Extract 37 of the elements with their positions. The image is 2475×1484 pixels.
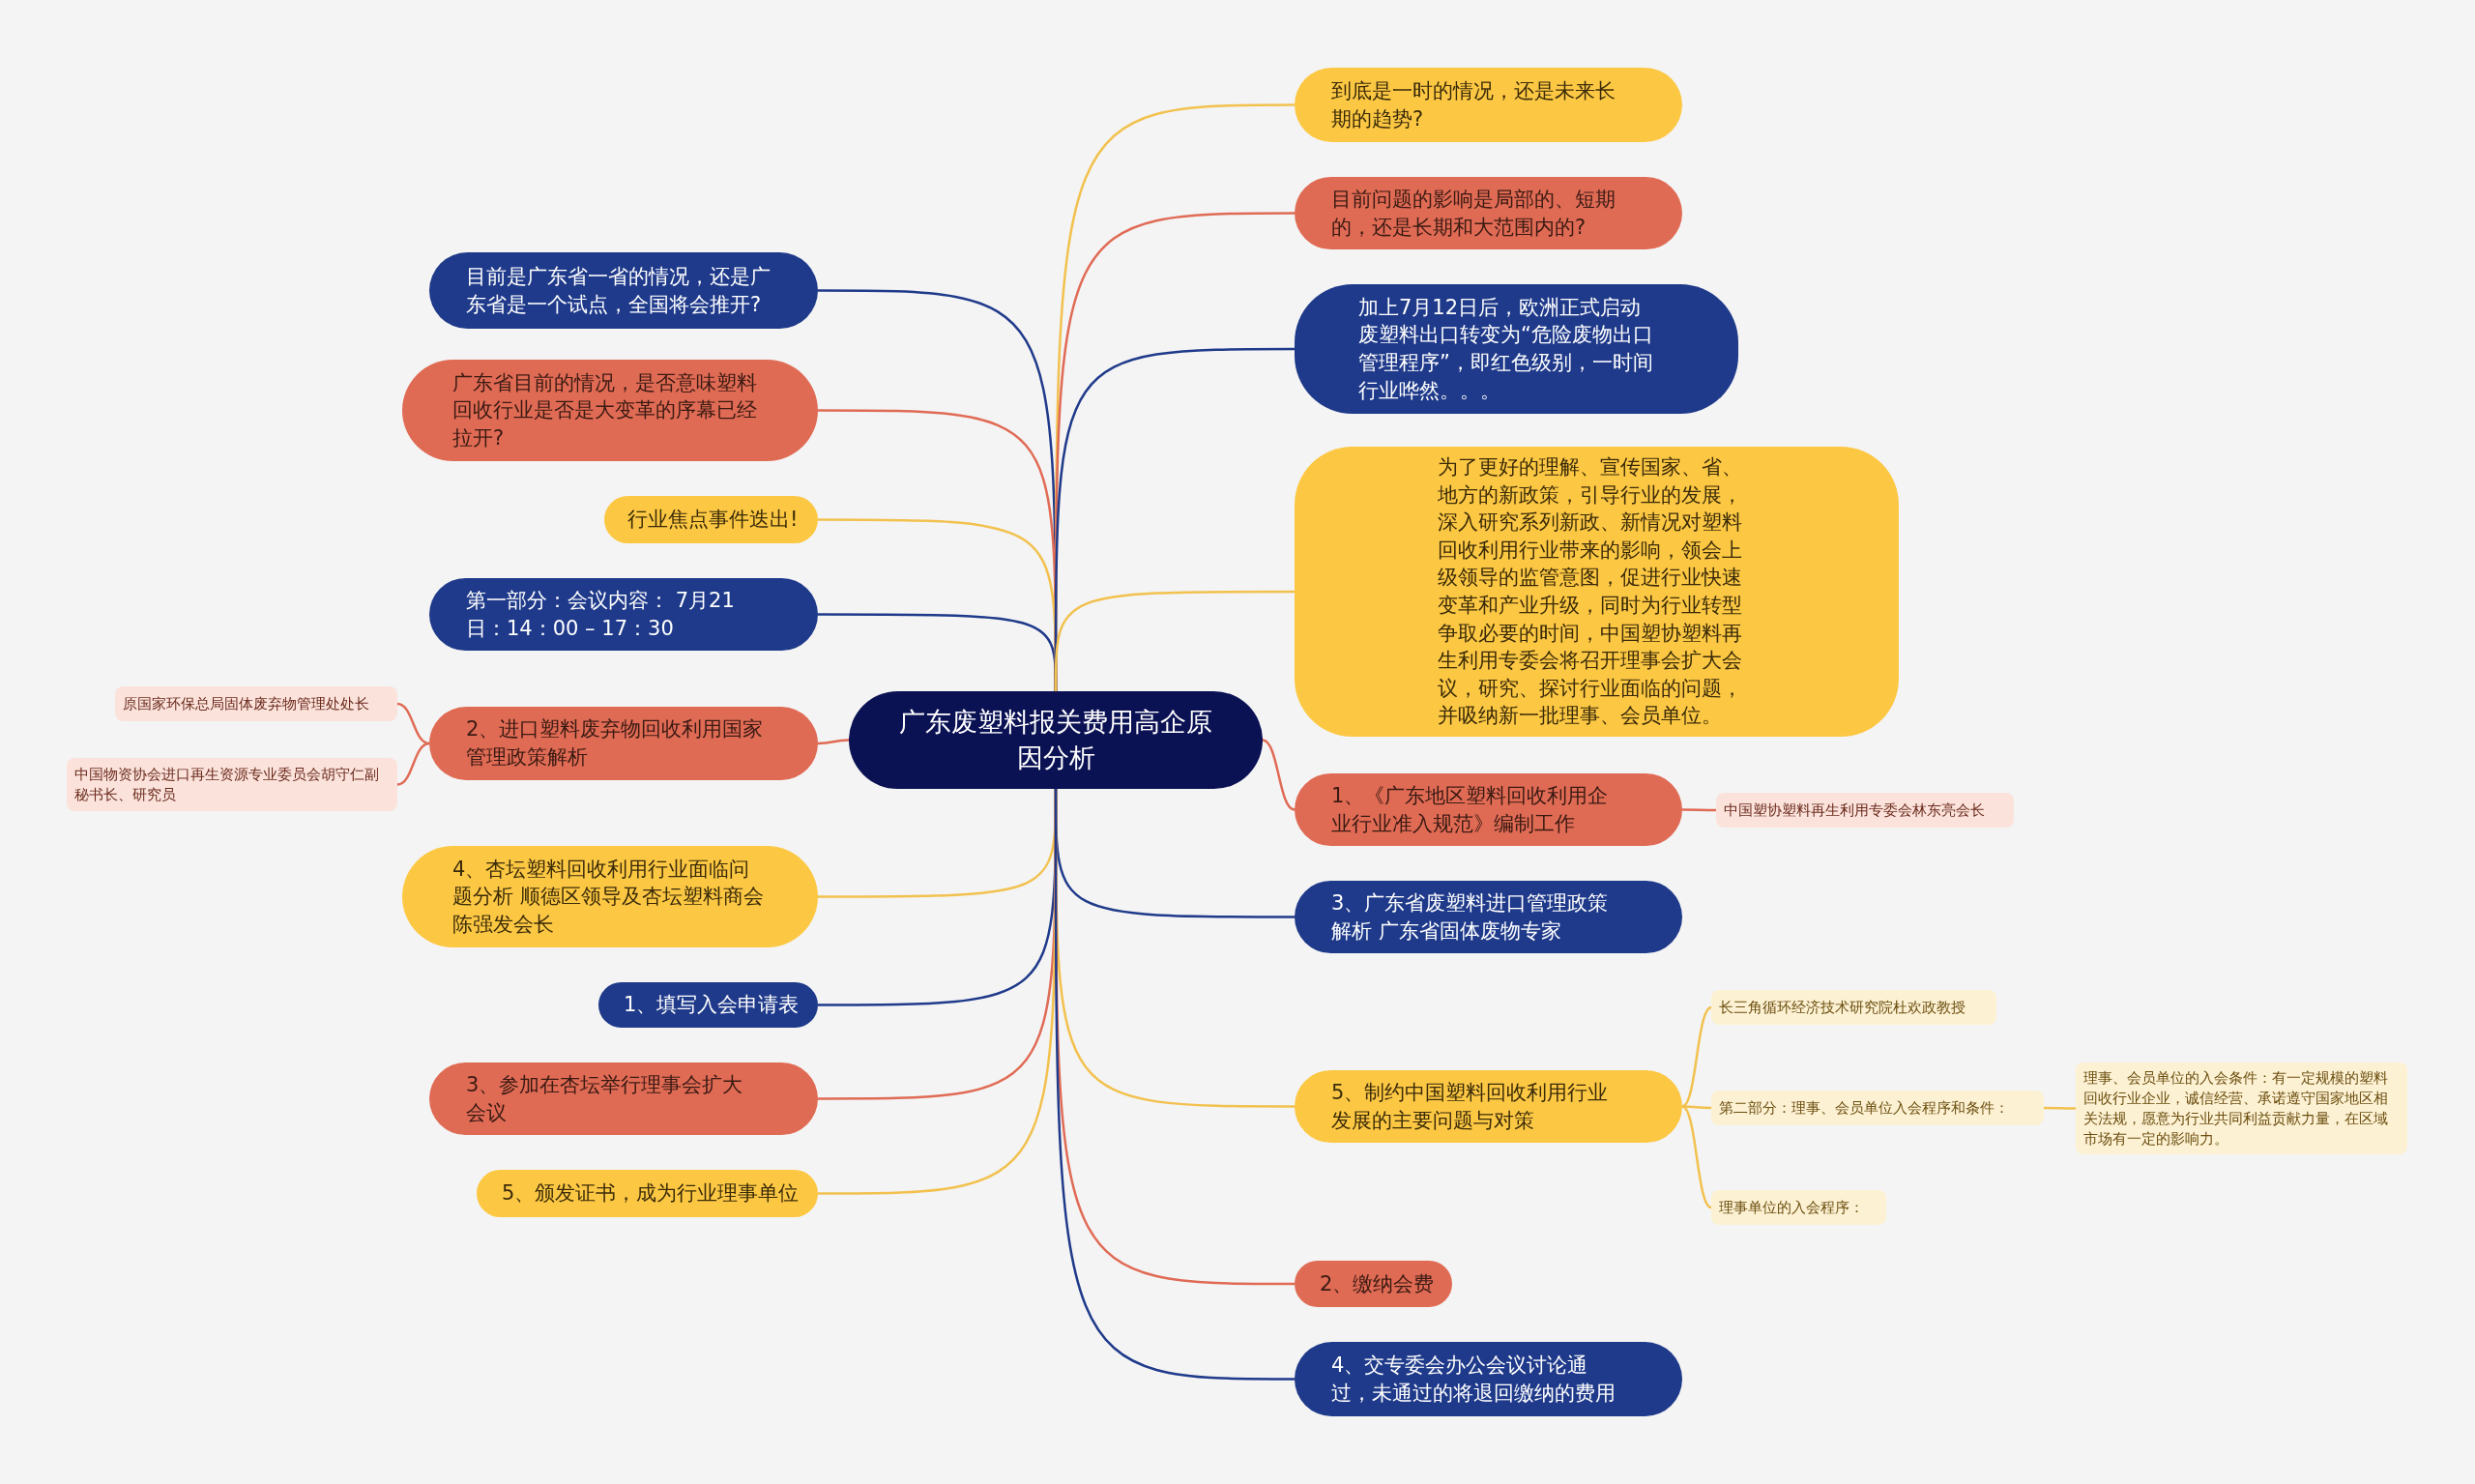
central-topic: 广东废塑料报关费用高企原因分析 [849,691,1263,789]
topic-pill: 1、填写入会申请表 [598,982,818,1028]
topic-pill: 为了更好的理解、宣传国家、省、地方的新政策，引导行业的发展，深入研究系列新政、新情况对塑料回收利用行业带来的影响，领会上级领导的监管意图，促进行业快速变革和产业升级，同时为行业转型争取必要的时间，中国塑协塑料再生利用专委会将召开理事会扩大会议，研究、探讨行业面临的问题，并吸纳新一批理事、会员单位。 [1295,447,1899,737]
topic-pill: 目前问题的影响是局部的、短期的，还是长期和大范围内的? [1295,177,1682,249]
note-box: 中国物资协会进口再生资源专业委员会胡守仁副秘书长、研究员 [67,758,397,811]
topic-pill: 加上7月12日后，欧洲正式启动废塑料出口转变为“危险废物出口管理程序”，即红色级别，一时间行业哗然。。。 [1295,284,1738,414]
connector-line [1681,1005,1712,1108]
topic-pill: 1、《广东地区塑料回收利用企业行业准入规范》编制工作 [1295,773,1682,846]
connector-line [2044,1106,2076,1110]
topic-pill: 3、广东省废塑料进口管理政策解析 广东省固体废物专家 [1295,881,1682,953]
note-box: 理事、会员单位的入会条件：有一定规模的塑料回收行业企业，诚信经营、承诺遵守国家地区相关法规，愿意为行业共同利益贡献力量，在区域市场有一定的影响力。 [2076,1062,2407,1154]
topic-pill: 2、进口塑料废弃物回收利用国家管理政策解析 [429,707,818,780]
topic-pill: 5、制约中国塑料回收利用行业发展的主要问题与对策 [1295,1070,1682,1143]
note-box: 原国家环保总局固体废弃物管理处处长 [115,686,397,721]
topic-pill: 行业焦点事件迭出! [604,496,818,543]
connector-line [817,739,850,745]
topic-pill: 5、颁发证书，成为行业理事单位 [477,1170,818,1217]
connector-line [1054,789,1295,1381]
note-box: 理事单位的入会程序： [1711,1190,1886,1225]
connector-line [1681,1105,1712,1209]
note-box: 第二部分：理事、会员单位入会程序和条件： [1711,1091,2044,1125]
topic-pill: 广东省目前的情况，是否意味塑料回收行业是否是大变革的序幕已经拉开? [402,360,818,461]
connector-line [1054,590,1295,691]
connector-line [396,742,430,786]
topic-pill: 第一部分：会议内容： 7月21 日：14：00 – 17：30 [429,578,818,651]
connector-line [396,702,430,745]
topic-pill: 4、交专委会办公会议讨论通过，未通过的将退回缴纳的费用 [1295,1342,1682,1416]
connector-line [1682,1105,1711,1110]
topic-pill: 目前是广东省一省的情况，还是广东省是一个试点，全国将会推开? [429,252,818,329]
note-box: 中国塑协塑料再生利用专委会林东亮会长 [1716,793,2014,828]
topic-pill: 2、缴纳会费 [1295,1261,1452,1307]
connector-line [1262,739,1296,811]
topic-pill: 4、杏坛塑料回收利用行业面临问题分析 顺德区领导及杏坛塑料商会陈强发会长 [402,846,818,947]
topic-pill: 到底是一时的情况，还是未来长期的趋势? [1295,68,1682,142]
connector-line [1682,808,1716,812]
note-box: 长三角循环经济技术研究院杜欢政教授 [1711,990,1996,1025]
topic-pill: 3、参加在杏坛举行理事会扩大会议 [429,1062,818,1135]
